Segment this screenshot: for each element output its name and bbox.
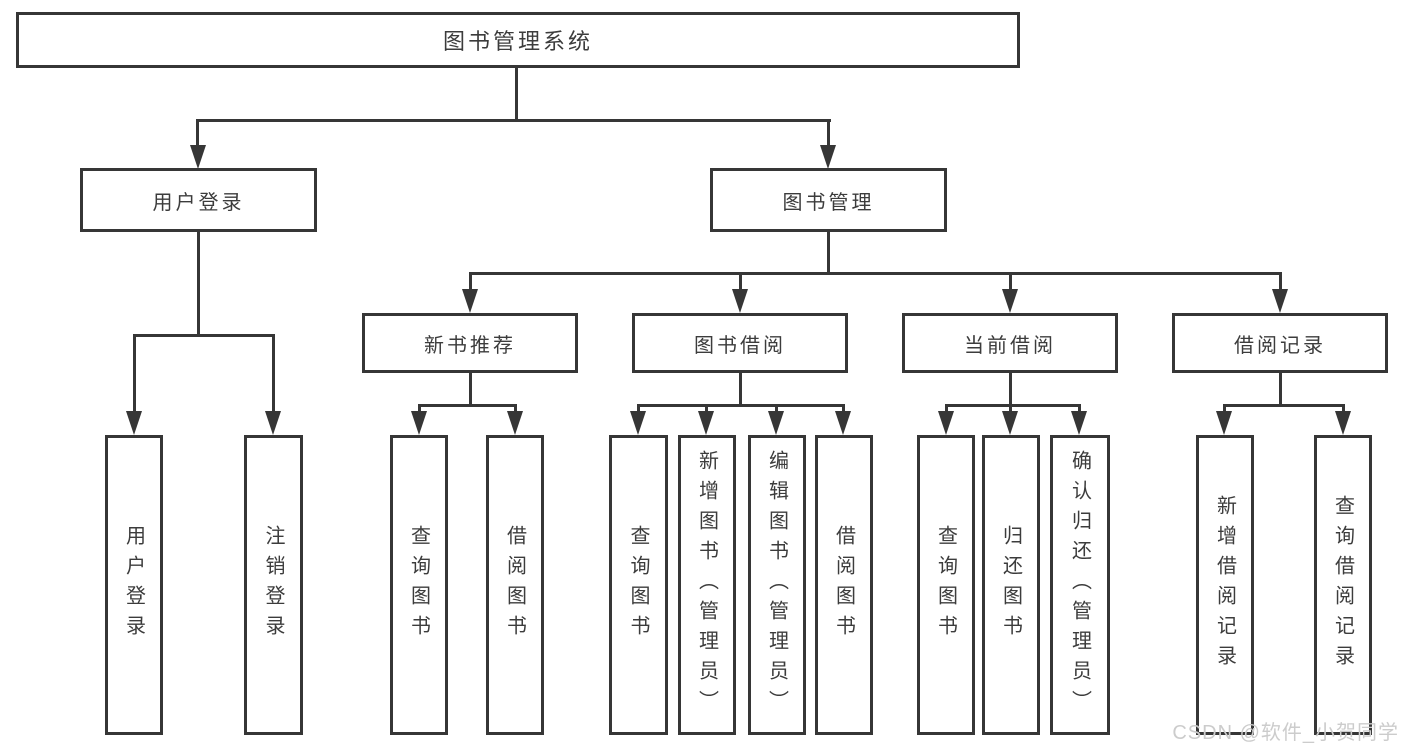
leaf-label: 归还图书 (999, 525, 1022, 645)
connector-line (133, 334, 136, 412)
connector-arrow (126, 411, 142, 435)
connector-line (739, 272, 742, 292)
leaf-label: 用户登录 (122, 525, 145, 645)
connector-arrow (462, 289, 478, 313)
connector-line (637, 404, 845, 407)
leaf-user-login: 用户登录 (105, 435, 163, 735)
leaf-label: 查询图书 (407, 525, 430, 645)
connector-line (945, 404, 948, 414)
connector-line (272, 334, 275, 412)
node-section-borrow-records: 借阅记录 (1172, 313, 1388, 373)
connector-line (515, 68, 518, 120)
connector-line (469, 371, 472, 406)
leaf-label: 查询借阅记录 (1331, 495, 1354, 675)
leaf-query-books-borrow: 查询图书 (609, 435, 668, 735)
leaf-label: 确认归还（管理员） (1068, 450, 1091, 720)
leaf-label: 编辑图书（管理员） (765, 450, 788, 720)
connector-line (196, 119, 831, 122)
leaf-query-books-current: 查询图书 (917, 435, 975, 735)
connector-arrow (265, 411, 281, 435)
connector-arrow (1002, 289, 1018, 313)
connector-line (1279, 371, 1282, 406)
connector-line (1009, 404, 1012, 414)
connector-line (133, 334, 275, 337)
connector-arrow (698, 411, 714, 435)
leaf-borrow-books: 借阅图书 (815, 435, 873, 735)
connector-arrow (1071, 411, 1087, 435)
connector-line (1078, 404, 1081, 414)
connector-line (705, 404, 708, 414)
node-section-new-books: 新书推荐 (362, 313, 578, 373)
leaf-label: 新增借阅记录 (1213, 495, 1236, 675)
connector-arrow (630, 411, 646, 435)
leaf-confirm-return-admin: 确认归还（管理员） (1050, 435, 1110, 735)
leaf-label: 注销登录 (262, 525, 284, 645)
connector-line (514, 404, 517, 414)
connector-line (1223, 404, 1345, 407)
connector-arrow (938, 411, 954, 435)
leaf-label: 借阅图书 (503, 525, 526, 645)
leaf-label: 查询图书 (934, 525, 957, 645)
leaf-label: 借阅图书 (832, 525, 855, 645)
leaf-logout: 注销登录 (244, 435, 303, 735)
connector-line (196, 119, 199, 148)
connector-arrow (1216, 411, 1232, 435)
connector-line (469, 272, 1282, 275)
connector-line (1279, 272, 1282, 292)
connector-arrow (768, 411, 784, 435)
connector-arrow (411, 411, 427, 435)
leaf-label: 新增图书（管理员） (695, 450, 718, 720)
connector-line (842, 404, 845, 414)
leaf-query-borrow-record: 查询借阅记录 (1314, 435, 1372, 735)
connector-arrow (1335, 411, 1351, 435)
connector-line (827, 232, 830, 274)
connector-line (775, 404, 778, 414)
connector-arrow (190, 145, 206, 169)
leaf-label: 查询图书 (627, 525, 649, 645)
leaf-edit-book-admin: 编辑图书（管理员） (748, 435, 806, 735)
connector-line (945, 404, 1081, 407)
connector-line (469, 272, 472, 292)
connector-line (739, 371, 742, 406)
connector-line (418, 404, 517, 407)
connector-arrow (1272, 289, 1288, 313)
leaf-return-book: 归还图书 (982, 435, 1040, 735)
connector-line (1342, 404, 1345, 414)
watermark: CSDN @软件_小贺同学 (1172, 722, 1399, 744)
connector-line (637, 404, 640, 414)
node-root: 图书管理系统 (16, 12, 1020, 68)
connector-line (418, 404, 421, 414)
connector-line (1009, 371, 1012, 406)
connector-line (827, 119, 830, 148)
leaf-borrow-books-recommend: 借阅图书 (486, 435, 544, 735)
node-section-book-borrow: 图书借阅 (632, 313, 848, 373)
connector-arrow (732, 289, 748, 313)
leaf-query-books-recommend: 查询图书 (390, 435, 448, 735)
connector-line (197, 232, 200, 336)
connector-arrow (1002, 411, 1018, 435)
connector-arrow (507, 411, 523, 435)
connector-line (1009, 272, 1012, 292)
connector-arrow (820, 145, 836, 169)
node-book-management-branch: 图书管理 (710, 168, 947, 232)
node-user-login-branch: 用户登录 (80, 168, 317, 232)
connector-arrow (835, 411, 851, 435)
leaf-add-borrow-record: 新增借阅记录 (1196, 435, 1254, 735)
node-section-current-borrow: 当前借阅 (902, 313, 1118, 373)
connector-line (1223, 404, 1226, 414)
leaf-add-book-admin: 新增图书（管理员） (678, 435, 736, 735)
